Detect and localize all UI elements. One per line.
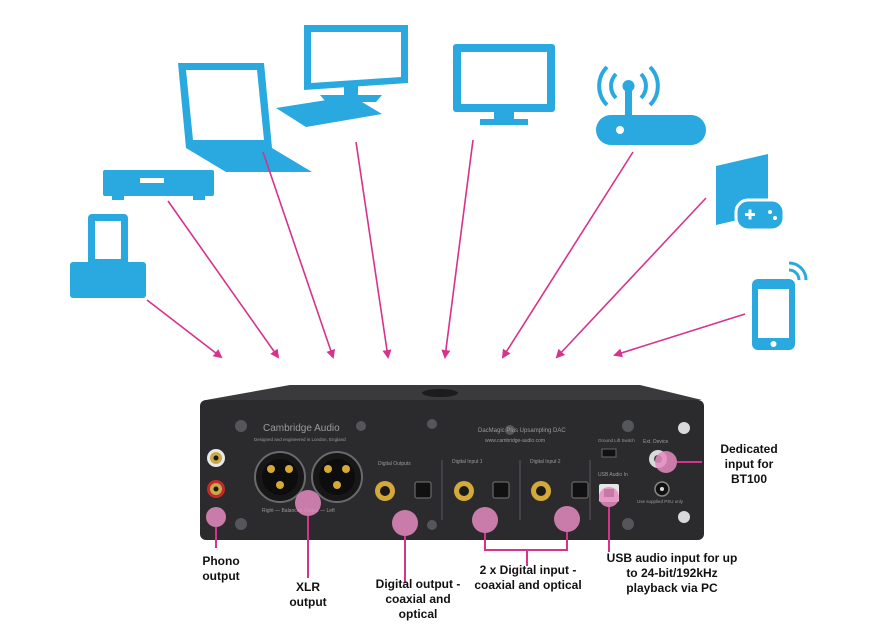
arrow-media-player: [167, 200, 280, 359]
phono-callout-line: Phono: [202, 554, 240, 568]
highlight-usb: [599, 487, 619, 507]
dac-back-panel: Cambridge Audio Designed and engineered …: [200, 385, 704, 540]
brand-label: Cambridge Audio: [263, 423, 340, 434]
wifi-router-icon: [596, 65, 706, 145]
digital-input-callout-line: coaxial and optical: [474, 578, 582, 592]
bt100-callout: Dedicated input for BT100: [706, 442, 792, 487]
digital-output-callout-line: optical: [398, 607, 438, 621]
usb-callout: USB audio input for up to 24-bit/192kHz …: [597, 551, 747, 596]
bt100-callout-line: BT100: [730, 472, 768, 486]
website-label: www.cambridge-audio.com: [485, 438, 545, 444]
xlr-callout-line: output: [289, 595, 327, 609]
phono-callout-line: output: [202, 569, 240, 583]
xlr-callout: XLR output: [278, 580, 338, 610]
usb-callout-line: to 24-bit/192kHz: [626, 566, 718, 580]
arrow-phone: [613, 313, 746, 358]
arrow-console: [555, 197, 707, 359]
highlight-xlr: [295, 490, 321, 516]
digital-output-callout-line: coaxial and: [385, 592, 451, 606]
ipod-dock-icon: [70, 214, 146, 298]
desktop-monitor-icon: [276, 25, 408, 127]
arrow-laptop: [262, 151, 335, 359]
usb-audio-in-label: USB Audio In: [598, 472, 628, 478]
laptop-icon: [178, 63, 312, 172]
usb-callout-line: playback via PC: [626, 581, 718, 595]
smartphone-icon: [752, 261, 808, 350]
highlight-bt100: [655, 451, 677, 473]
highlight-digital-out: [392, 510, 418, 536]
digital-outputs-label: Digital Outputs: [378, 461, 411, 467]
digital-input-callout: 2 x Digital input - coaxial and optical: [472, 563, 584, 593]
brand-tagline: Designed and engineered in London, Engla…: [254, 437, 346, 442]
digital-input-callout-line: 2 x Digital input -: [479, 563, 577, 577]
xlr-callout-line: XLR: [296, 580, 320, 594]
arrow-monitor: [355, 141, 392, 359]
highlight-digital-in-2: [554, 506, 580, 532]
usb-callout-line: USB audio input for up: [606, 551, 738, 565]
ext-device-label: Ext. Device: [643, 439, 669, 445]
game-console-icon: [716, 154, 786, 232]
power-note-label: Use supplied PSU only: [637, 499, 684, 504]
model-label: DacMagic Plus Upsampling DAC: [478, 428, 566, 434]
digital-output-callout: Digital output - coaxial and optical: [368, 577, 468, 622]
arrow-router: [501, 151, 634, 359]
digital-input-1-label: Digital Input 1: [452, 459, 483, 465]
television-icon: [453, 44, 555, 125]
media-player-icon: [103, 170, 214, 200]
arrow-ipod: [146, 299, 223, 359]
phono-callout: Phono output: [191, 554, 251, 584]
connection-arrows: [146, 139, 746, 359]
highlight-digital-in-1: [472, 507, 498, 533]
digital-output-callout-line: Digital output -: [375, 577, 461, 591]
digital-input-2-label: Digital Input 2: [530, 459, 561, 465]
connector-highlights: [206, 451, 677, 536]
bt100-callout-line: input for: [724, 457, 774, 471]
bt100-callout-line: Dedicated: [720, 442, 778, 456]
ground-lift-label: Ground Lift Switch: [598, 438, 635, 443]
arrow-tv: [441, 139, 474, 359]
highlight-phono: [206, 507, 226, 527]
callout-lines: [215, 461, 702, 583]
